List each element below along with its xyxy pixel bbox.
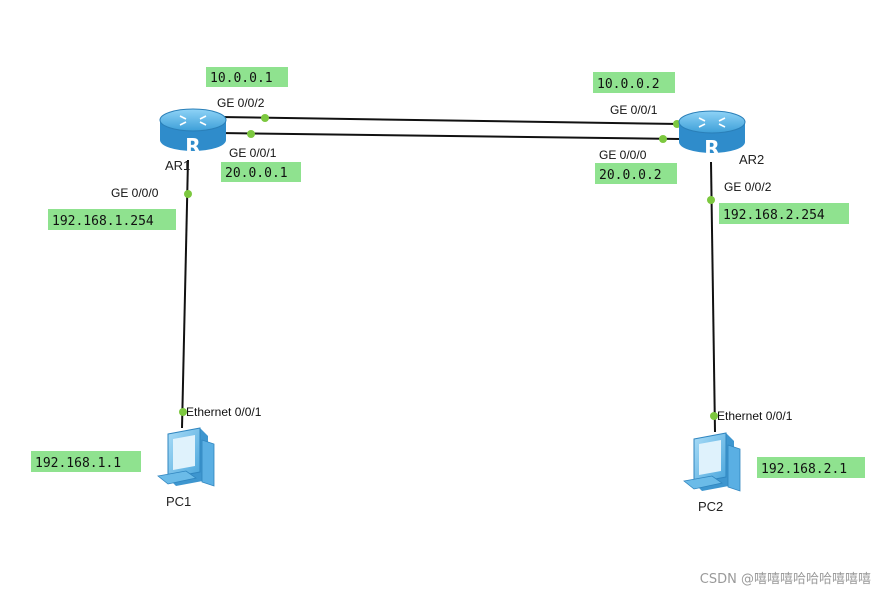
- ip-label-ar2-ge001: 10.0.0.2: [597, 77, 660, 92]
- pc-icon: [157, 427, 215, 487]
- ip-tag-ar1-ge002: 10.0.0.1: [206, 67, 288, 87]
- port-label-pc1-eth: Ethernet 0/0/1: [186, 405, 262, 419]
- ip-label-pc2: 192.168.2.1: [761, 462, 847, 477]
- ip-tag-pc1: 192.168.1.1: [31, 451, 141, 472]
- ip-tag-ar1-ge000: 192.168.1.254: [48, 209, 176, 230]
- port-dot-ar2-ge002[interactable]: [707, 196, 715, 204]
- router-icon: R: [678, 110, 746, 160]
- port-label-ar2-ge001: GE 0/0/1: [610, 103, 658, 117]
- port-dot-ar1-ge000[interactable]: [184, 190, 192, 198]
- watermark: CSDN @嘻嘻嘻哈哈哈嘻嘻嘻: [699, 572, 871, 587]
- links: [181, 116, 716, 433]
- port-label-ar1-ge001: GE 0/0/1: [229, 146, 277, 160]
- ip-tag-pc2: 192.168.2.1: [757, 457, 865, 478]
- pc-pc1[interactable]: [157, 427, 215, 487]
- svg-text:R: R: [185, 134, 200, 158]
- device-label-ar1: AR1: [165, 158, 190, 173]
- port-dot-pc2-eth[interactable]: [710, 412, 718, 420]
- ip-tag-ar2-ge002: 192.168.2.254: [719, 203, 849, 224]
- port-dot-ar1-ge001[interactable]: [247, 130, 255, 138]
- device-label-pc2: PC2: [698, 499, 723, 514]
- port-label-ar2-ge000: GE 0/0/0: [599, 148, 647, 162]
- ip-label-ar1-ge002: 10.0.0.1: [210, 71, 273, 86]
- port-label-ar2-ge002: GE 0/0/2: [724, 180, 772, 194]
- ip-tag-ar2-ge001: 10.0.0.2: [593, 72, 675, 93]
- device-label-pc1: PC1: [166, 494, 191, 509]
- link-ar2-pc2[interactable]: [710, 161, 716, 433]
- ip-tag-ar1-ge001: 20.0.0.1: [221, 162, 301, 182]
- svg-text:R: R: [704, 136, 719, 160]
- port-dot-pc1-eth[interactable]: [179, 408, 187, 416]
- router-ar1[interactable]: R: [159, 108, 227, 158]
- link-ar1-ge001-ar2-ge000[interactable]: [219, 132, 681, 140]
- ip-label-ar2-ge002: 192.168.2.254: [723, 208, 825, 223]
- ip-tag-ar2-ge000: 20.0.0.2: [595, 163, 677, 184]
- ip-label-ar2-ge000: 20.0.0.2: [599, 168, 662, 183]
- port-dot-ar1-ge002[interactable]: [261, 114, 269, 122]
- port-dot-ar2-ge000[interactable]: [659, 135, 667, 143]
- ip-labels: 10.0.0.1 20.0.0.1 192.168.1.254 10.0.0.2…: [31, 67, 865, 478]
- link-ar1-ge002-ar2-ge001[interactable]: [219, 116, 681, 125]
- ip-label-pc1: 192.168.1.1: [35, 456, 121, 471]
- port-label-ar1-ge000: GE 0/0/0: [111, 186, 159, 200]
- router-icon: R: [159, 108, 227, 158]
- ip-label-ar1-ge001: 20.0.0.1: [225, 166, 288, 181]
- ip-label-ar1-ge000: 192.168.1.254: [52, 214, 154, 229]
- port-label-pc2-eth: Ethernet 0/0/1: [717, 409, 793, 423]
- port-labels: GE 0/0/2 GE 0/0/1 GE 0/0/0 GE 0/0/1 GE 0…: [111, 96, 793, 423]
- port-label-ar1-ge002: GE 0/0/2: [217, 96, 265, 110]
- port-dots: [179, 114, 718, 420]
- device-label-ar2: AR2: [739, 152, 764, 167]
- pc-icon: [683, 432, 741, 492]
- link-ar1-pc1[interactable]: [181, 159, 189, 429]
- pc-pc2[interactable]: [683, 432, 741, 492]
- router-ar2[interactable]: R: [678, 110, 746, 160]
